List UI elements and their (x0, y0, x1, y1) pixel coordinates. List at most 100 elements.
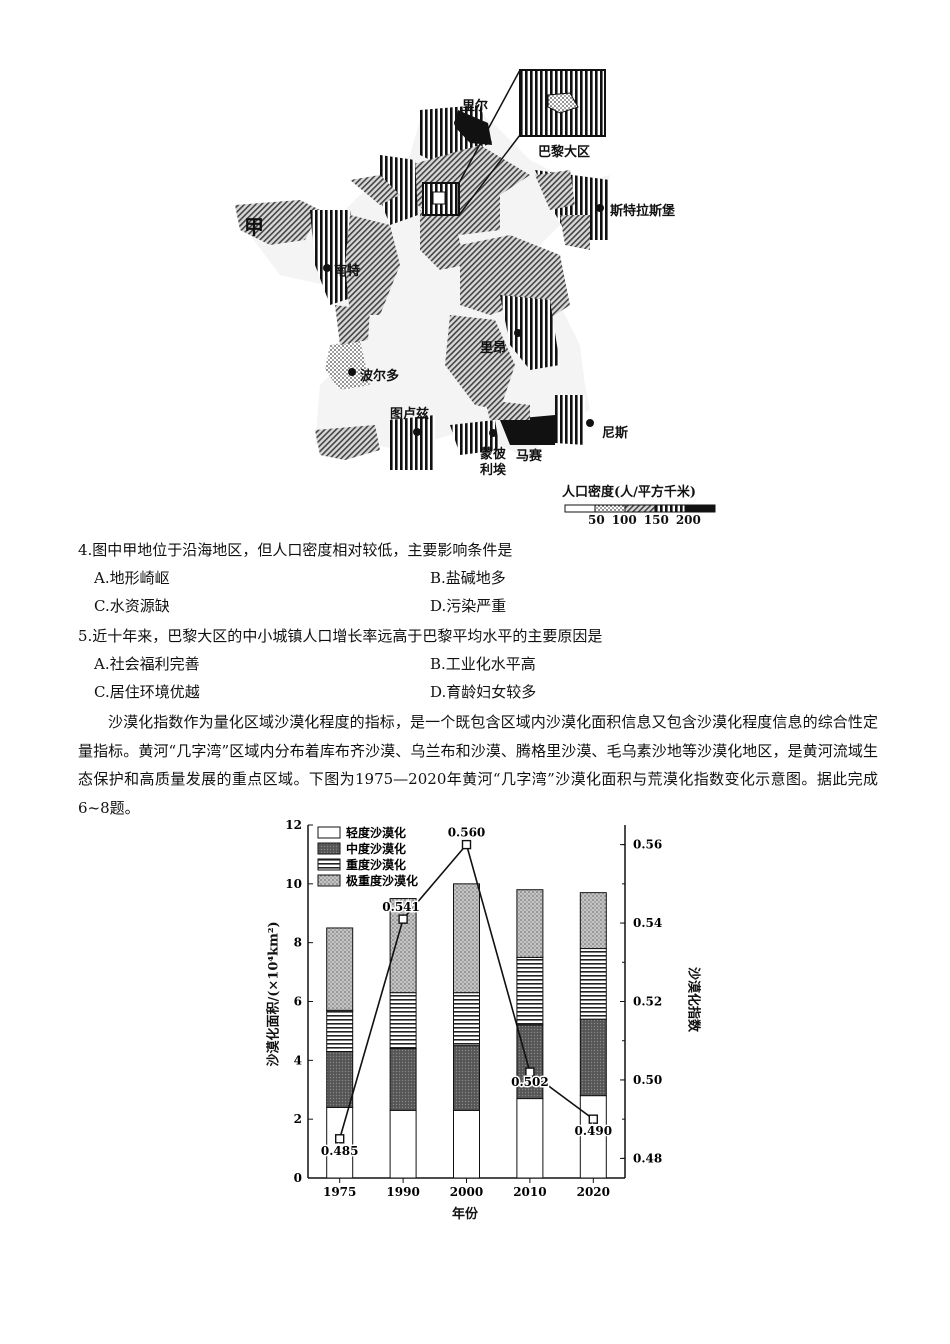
index-label: 0.541 (382, 900, 420, 914)
passage: 沙漠化指数作为量化区域沙漠化程度的指标，是一个既包含区域内沙漠化面积信息又包含沙… (78, 713, 878, 817)
question-4-option-d: D.污染严重 (430, 597, 507, 615)
index-point (398, 914, 408, 924)
legend-label-3: 重度沙漠化 (346, 857, 406, 872)
label-toulouse: 图卢兹 (390, 407, 430, 422)
index-point (525, 1067, 535, 1077)
region-alsace-diag (560, 215, 590, 250)
bar-segment-3 (516, 956, 544, 1026)
bar-segment-4 (453, 883, 480, 994)
legend-label-4: 极重度沙漠化 (346, 873, 418, 888)
right-tick-label: 0.48 (633, 1151, 662, 1165)
legend-seg-4 (654, 504, 686, 513)
map-graphic (235, 69, 716, 513)
dot-nantes (323, 264, 331, 272)
dot-lille (454, 119, 462, 127)
legend-tick: 200 (675, 513, 701, 527)
chart-ylabel-right: 沙漠化指数 (685, 966, 701, 1032)
label-bordeaux: 波尔多 (360, 369, 400, 384)
region-sw-diag (335, 305, 370, 345)
france-outline (235, 105, 610, 460)
label-montpellier-1: 蒙彼 (480, 447, 507, 462)
legend-seg-1 (564, 504, 596, 513)
index-point (461, 839, 472, 850)
label-lille: 里尔 (462, 99, 489, 114)
index-label: 0.502 (511, 1075, 549, 1089)
region-massif (445, 315, 515, 410)
label-strasbourg: 斯特拉斯堡 (610, 204, 676, 219)
region-marseille (500, 415, 555, 445)
region-lyon-vertical (500, 295, 560, 370)
index-label: 0.485 (321, 1144, 359, 1158)
dot-nice (586, 419, 594, 427)
legend-swatch-2 (317, 842, 341, 855)
bar-segment-1 (579, 1095, 607, 1179)
left-tick-label: 6 (294, 995, 302, 1009)
chart-xlabel: 年份 (451, 1207, 478, 1222)
question-5-option-d: D.育龄妇女较多 (430, 683, 537, 701)
dot-montpellier (489, 429, 497, 437)
bar-segment-3 (326, 1009, 354, 1053)
map-legend-title: 人口密度(人/平方千米) (562, 485, 697, 500)
legend-tick: 50 (588, 513, 605, 527)
right-tick-label: 0.54 (633, 916, 662, 930)
bar-segment-3 (389, 992, 417, 1050)
legend-seg-3 (624, 504, 656, 513)
dot-bordeaux (348, 368, 356, 376)
legend-label-2: 中度沙漠化 (346, 841, 406, 856)
right-tick-label: 0.52 (633, 995, 662, 1009)
chart-ylabel: 沙漠化面积/(×10⁴km²) (266, 921, 282, 1067)
legend-tick: 150 (643, 513, 669, 527)
label-jia: 甲 (244, 215, 264, 239)
region-east (535, 170, 575, 210)
bar-segment-2 (389, 1048, 417, 1111)
index-label: 0.490 (575, 1124, 613, 1138)
dot-toulouse (413, 428, 421, 436)
bar-segment-2 (453, 1045, 480, 1111)
legend-label-1: 轻度沙漠化 (346, 825, 406, 840)
france-population-map: 甲 里尔 巴黎大区 斯特拉斯堡 南特 里昂 波尔多 图卢兹 蒙彼 利埃 马赛 尼… (230, 65, 730, 527)
bar-segment-2 (326, 1051, 354, 1108)
bar-segment-4 (579, 892, 607, 950)
region-west-central (345, 215, 400, 315)
map-legend-ticks: 50 100 150 200 (588, 513, 728, 527)
label-nice: 尼斯 (602, 426, 629, 441)
left-tick-label: 0 (294, 1171, 302, 1185)
left-tick-label: 8 (294, 936, 302, 950)
bar-segment-1 (516, 1098, 544, 1179)
x-tick-label: 2000 (450, 1185, 483, 1199)
question-4-option-b: B.盐碱地多 (430, 569, 506, 587)
label-nantes: 南特 (334, 264, 361, 279)
index-point (588, 1114, 598, 1124)
index-label: 0.560 (448, 826, 486, 840)
legend-tick: 100 (611, 513, 637, 527)
label-paris: 巴黎大区 (538, 145, 591, 160)
question-4-stem: 4.图中甲地位于沿海地区，但人口密度相对较低，主要影响条件是 (78, 541, 513, 559)
bar-segment-4 (516, 889, 544, 958)
region-northeast (350, 175, 400, 205)
label-montpellier-2: 利埃 (480, 463, 507, 478)
region-south-diag (485, 400, 530, 420)
right-tick-label: 0.50 (633, 1073, 662, 1087)
x-tick-label: 2020 (577, 1185, 610, 1199)
left-tick-label: 2 (294, 1112, 302, 1126)
region-brittany (235, 200, 320, 245)
region-montpellier (450, 420, 500, 455)
left-tick-label: 4 (294, 1053, 302, 1067)
legend-swatch-1 (317, 826, 341, 839)
question-5-stem: 5.近十年来，巴黎大区的中小城镇人口增长率远高于巴黎平均水平的主要原因是 (78, 627, 603, 645)
legend-swatch-4 (317, 874, 341, 887)
dot-lyon (514, 329, 522, 337)
bar-segment-2 (579, 1018, 607, 1097)
bar-segment-2 (516, 1024, 544, 1100)
x-tick-label: 2010 (513, 1185, 546, 1199)
bar-segment-3 (579, 948, 607, 1020)
x-tick-label: 1990 (386, 1185, 419, 1199)
left-tick-label: 12 (285, 818, 302, 832)
question-5-option-a: A.社会福利完善 (94, 655, 200, 673)
bar-segment-1 (453, 1109, 480, 1179)
bar-segment-4 (389, 898, 417, 994)
legend-seg-5 (684, 504, 716, 513)
left-tick-label: 10 (285, 877, 302, 891)
